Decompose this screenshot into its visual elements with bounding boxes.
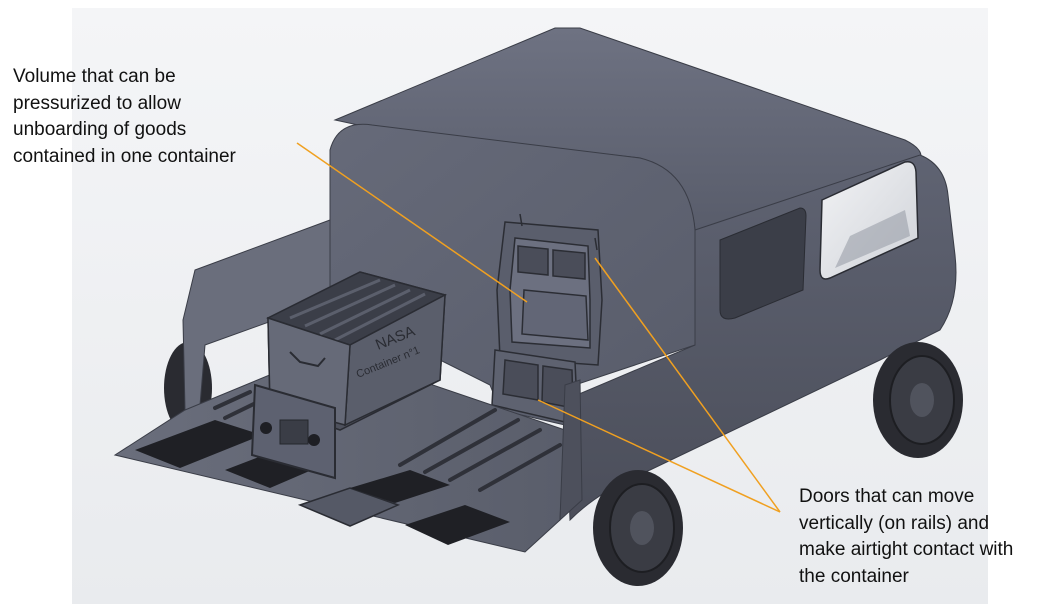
leader-lines — [296, 142, 781, 513]
floor-hatch — [297, 487, 401, 527]
bed-right-wall — [559, 379, 583, 522]
front-right-wheel — [873, 342, 963, 458]
callout-pressurized-volume: Volume that can be pressurized to allow … — [13, 66, 236, 167]
floor-rails — [213, 390, 562, 492]
callout-sliding-doors: Doors that can move vertically (on rails… — [799, 486, 1014, 587]
rear-right-wheel — [593, 470, 683, 586]
transfer-volume-frame — [496, 213, 603, 366]
leader-volume — [296, 142, 528, 303]
bed-left-wall — [182, 219, 331, 411]
side-window-rear — [719, 207, 807, 320]
window-interior — [835, 210, 910, 268]
leader-door-upper — [594, 257, 781, 513]
floor-pad-right — [405, 505, 510, 545]
floor-pad-left — [135, 420, 262, 468]
leader-door-lower — [537, 399, 781, 513]
cargo-container: NASA Container n°1 — [250, 271, 448, 480]
floor-pad-front — [350, 470, 450, 503]
